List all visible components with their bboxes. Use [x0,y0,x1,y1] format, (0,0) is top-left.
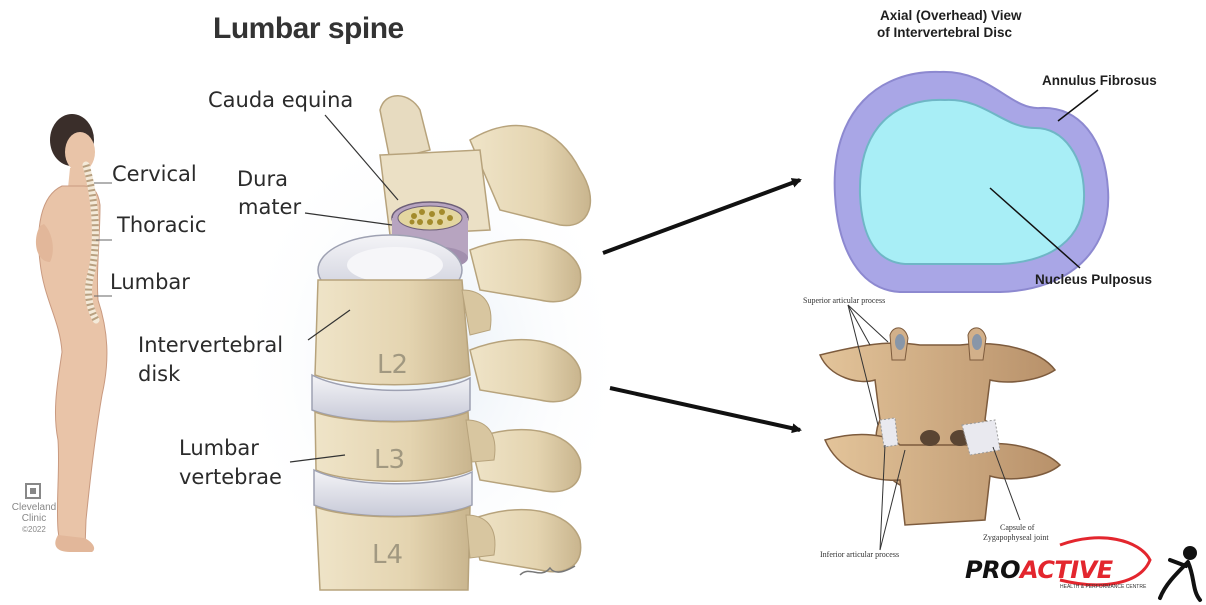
label-annulus-fibrosus: Annulus Fibrosus [1042,73,1157,88]
label-dura-line2: mater [238,195,301,219]
cleveland-clinic-logo [26,484,40,498]
cleveland-line-1: Cleveland [10,502,58,513]
cleveland-line-2: Clinic [10,513,58,524]
vertebra-l3: L3 [374,445,405,475]
axial-disc-diagram [835,72,1109,292]
label-inferior-articular-process: Inferior articular process [820,550,899,559]
cleveland-line-3: ©2022 [10,524,58,535]
logo-active: ACTIVE [1020,556,1113,584]
arrow-to-axial-view [603,180,800,253]
vertebra-l4: L4 [372,540,403,570]
label-nucleus-pulposus: Nucleus Pulposus [1035,272,1152,287]
label-thoracic: Thoracic [117,213,206,237]
lumbar-spine-illustration [230,96,630,605]
axial-title-line1: Axial (Overhead) View [880,8,1022,23]
facet-joint-diagram [820,305,1060,550]
label-lumbar: Lumbar [110,270,190,294]
body-figure [36,114,112,552]
cleveland-clinic-credit: Cleveland Clinic ©2022 [10,502,58,535]
label-capsule-line1: Capsule of [1000,523,1034,532]
label-dura-line1: Dura [237,167,288,191]
proactive-logo: PROACTIVE HEALTH & PERFORMANCE CENTRE [965,556,1113,592]
label-cauda-equina: Cauda equina [208,88,353,112]
label-superior-articular-process: Superior articular process [803,296,885,305]
label-disk-line2: disk [138,362,180,386]
label-vertebrae-line1: Lumbar [179,436,259,460]
label-disk-line1: Intervertebral [138,333,283,357]
label-vertebrae-line2: vertebrae [179,465,282,489]
label-capsule-line2: Zygapophyseal joint [983,533,1049,542]
logo-pro: PRO [965,556,1020,584]
axial-title-line2: of Intervertebral Disc [877,25,1012,40]
arrow-to-facet-view [610,388,800,430]
label-cervical: Cervical [112,162,197,186]
page-title: Lumbar spine [213,12,404,46]
vertebra-l2: L2 [377,350,408,380]
logo-tagline: HEALTH & PERFORMANCE CENTRE [1060,584,1146,590]
